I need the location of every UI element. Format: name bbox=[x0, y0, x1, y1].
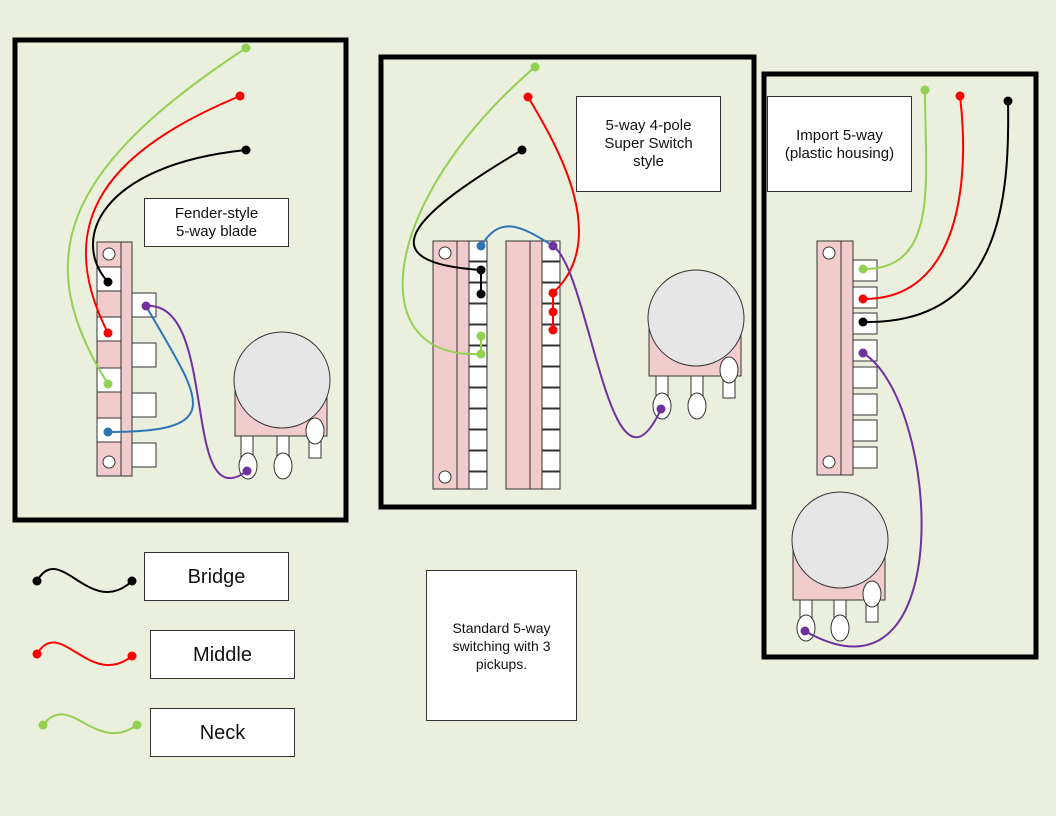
import-panel-title: Import 5-way (plastic housing) bbox=[767, 96, 912, 192]
legend-neck-swatch bbox=[38, 713, 142, 734]
superswitch-bridge-wire bbox=[412, 149, 523, 271]
import-wire-dots bbox=[800, 85, 1013, 636]
import-bridge-wire bbox=[862, 100, 1010, 324]
legend-middle-swatch bbox=[32, 641, 137, 667]
superswitch-panel-title: 5-way 4-pole Super Switch style bbox=[576, 96, 721, 192]
import-middle-wire bbox=[862, 95, 965, 301]
import-switch bbox=[816, 240, 878, 476]
import-pot-wire bbox=[804, 352, 923, 648]
fender-neck-wire bbox=[66, 47, 247, 385]
fender-wire-dots bbox=[103, 43, 252, 476]
superswitch-pot bbox=[647, 269, 745, 420]
fender-pot bbox=[233, 331, 331, 480]
fender-panel-frame bbox=[12, 37, 349, 523]
fender-switch bbox=[96, 241, 157, 477]
import-panel-frame bbox=[761, 71, 1039, 660]
superswitch-neck-wire bbox=[401, 66, 536, 356]
fender-bridge-wire bbox=[92, 149, 247, 283]
superswitch-wire-dots bbox=[476, 62, 666, 414]
fender-middle-wire bbox=[84, 95, 241, 334]
fender-jumper-wire bbox=[107, 305, 194, 433]
fender-pot-wire bbox=[145, 304, 248, 480]
superswitch-left-deck bbox=[432, 240, 488, 490]
superswitch-right-deck bbox=[505, 240, 561, 490]
superswitch-jumper-wire bbox=[480, 225, 554, 247]
import-neck-wire bbox=[862, 89, 928, 271]
legend-bridge-label: Bridge bbox=[144, 552, 289, 601]
superswitch-pot-wire bbox=[552, 245, 662, 439]
fender-panel-title: Fender-style 5-way blade bbox=[144, 198, 289, 247]
import-pot bbox=[791, 491, 889, 642]
legend-bridge-swatch bbox=[32, 567, 137, 594]
legend-middle-label: Middle bbox=[150, 630, 295, 679]
legend-neck-label: Neck bbox=[150, 708, 295, 757]
note-box: Standard 5-way switching with 3 pickups. bbox=[426, 570, 577, 721]
superswitch-panel-frame bbox=[378, 54, 757, 510]
